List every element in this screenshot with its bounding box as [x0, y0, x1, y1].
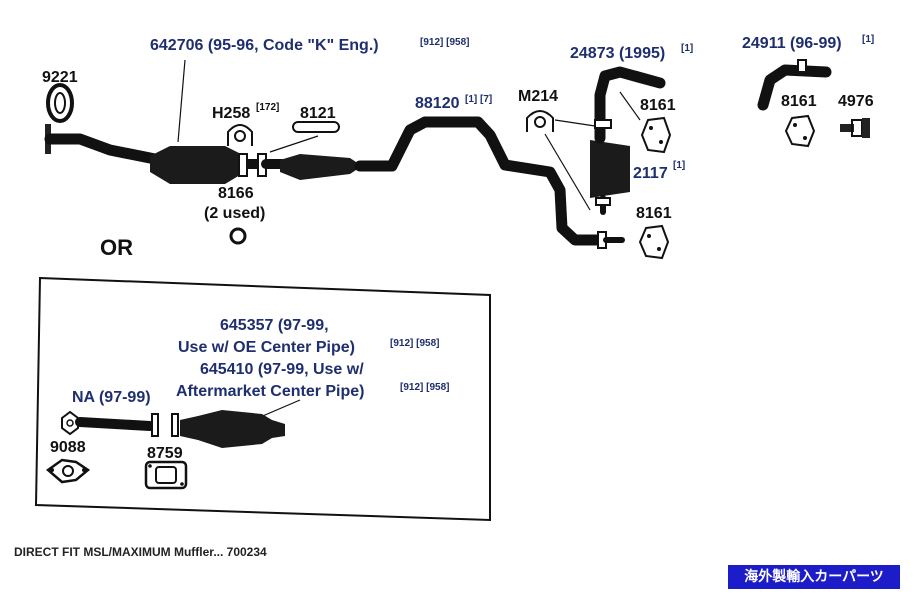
catalytic-converter: [150, 146, 245, 184]
bracket-8121: [292, 121, 340, 133]
muffler-2117: [590, 140, 630, 198]
center-pipe-88120: [354, 116, 606, 246]
label-24873: 24873 (1995): [570, 45, 665, 62]
label-m214: M214: [518, 88, 558, 105]
front-pipe: [44, 133, 166, 166]
label-24911: 24911 (96-99): [742, 35, 842, 52]
label-24873-ref: [1]: [681, 43, 693, 54]
label-642706: 642706 (95-96, Code "K" Eng.): [150, 37, 379, 54]
label-8161-a: 8161: [640, 97, 676, 114]
label-2117-ref: [1]: [673, 160, 685, 171]
hanger-8161-b: [638, 224, 670, 260]
label-8759: 8759: [147, 445, 183, 462]
inset-box: [34, 276, 491, 522]
ring-8166: [229, 227, 247, 245]
inset-converter: [180, 410, 285, 448]
inset-flange: [61, 410, 79, 436]
inset-line4: Aftermarket Center Pipe): [176, 383, 365, 400]
hanger-8161-c: [784, 114, 816, 148]
label-642706-refs: [912] [958]: [420, 37, 469, 48]
label-88120-refs: [1] [7]: [465, 94, 492, 105]
inset-line1: 645357 (97-99,: [220, 317, 329, 334]
inset-line2: Use w/ OE Center Pipe): [178, 339, 355, 356]
gasket-9221: [46, 83, 74, 123]
label-9221: 9221: [42, 69, 78, 86]
clamp-h258: [227, 124, 253, 146]
gasket-9088: [45, 458, 91, 484]
label-na: NA (97-99): [72, 389, 151, 406]
tailpipe-24873: [594, 66, 666, 144]
label-h258-ref: [172]: [256, 102, 279, 113]
footer-note: DIRECT FIT MSL/MAXIMUM Muffler... 700234: [14, 545, 267, 559]
watermark-badge: 海外製輸入カーパーツ: [728, 565, 900, 589]
clamp-8166-left: [238, 153, 248, 177]
label-4976: 4976: [838, 93, 874, 110]
resonator: [280, 154, 362, 180]
bolt-4976: [840, 118, 870, 138]
label-8161-b: 8161: [636, 205, 672, 222]
clamp-m214: [526, 110, 554, 132]
label-24911-ref: [1]: [862, 34, 874, 45]
inset-line2-refs: [912] [958]: [390, 338, 439, 349]
label-8166-note: (2 used): [204, 205, 265, 222]
label-8161-c: 8161: [781, 93, 817, 110]
label-or: OR: [100, 235, 133, 260]
label-2117: 2117: [633, 165, 668, 182]
inset-line4-refs: [912] [958]: [400, 382, 449, 393]
label-8121: 8121: [300, 105, 336, 122]
label-h258: H258: [212, 105, 250, 122]
gasket-8759: [144, 460, 188, 490]
hanger-8161-a: [640, 116, 672, 154]
inset-pipe: [75, 417, 155, 431]
label-8166: 8166: [218, 185, 254, 202]
label-88120: 88120: [415, 95, 460, 112]
inset-line3: 645410 (97-99, Use w/: [200, 361, 364, 378]
label-9088: 9088: [50, 439, 86, 456]
